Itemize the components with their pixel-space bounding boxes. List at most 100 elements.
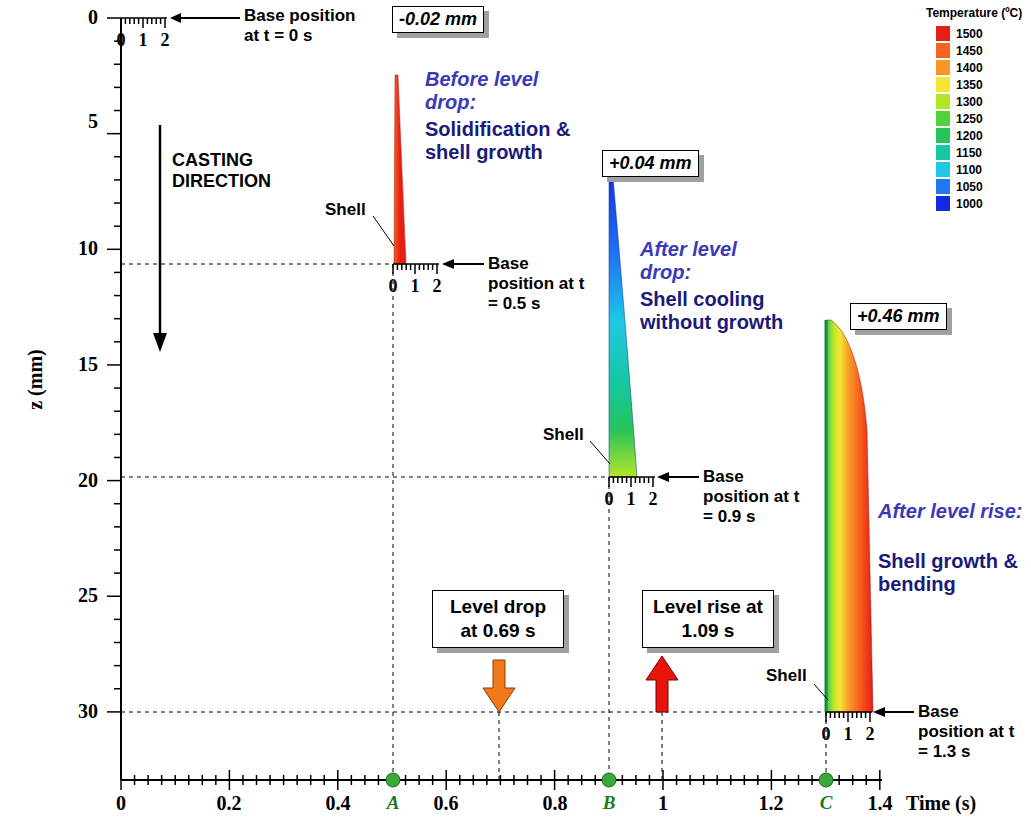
tick	[527, 775, 529, 785]
event-box: Level rise at 1.09 s	[642, 590, 774, 648]
annotation: Shell	[766, 666, 816, 686]
stage-description: Shell cooling without growth	[640, 288, 820, 334]
tick	[648, 477, 650, 483]
stage-description: Shell growth & bending	[878, 550, 1023, 596]
tick	[147, 18, 149, 24]
ruler-number: 0	[383, 276, 403, 297]
tick	[866, 775, 868, 785]
tick	[419, 264, 421, 270]
annotation: Base position at t = 1.3 s	[918, 702, 1023, 762]
ruler-number: 1	[133, 30, 153, 51]
tick	[164, 18, 166, 28]
axis-label: 0.8	[533, 792, 577, 815]
legend-swatch	[936, 162, 950, 177]
tick	[120, 18, 122, 28]
x-axis	[121, 779, 882, 781]
ruler-number: 0	[816, 724, 836, 745]
tick	[337, 770, 339, 790]
stage-heading: After level rise:	[878, 500, 1023, 523]
ruler-number: 1	[838, 724, 858, 745]
shell-after-rise	[826, 320, 873, 712]
ruler-number: 1	[405, 276, 425, 297]
tick	[324, 775, 326, 785]
ruler	[121, 18, 872, 722]
tick	[427, 264, 429, 270]
tick	[595, 775, 597, 785]
legend-swatch	[936, 60, 950, 75]
tick	[830, 712, 832, 718]
legend-value: 1300	[956, 95, 983, 109]
tick	[269, 775, 271, 785]
tick	[107, 17, 121, 19]
stage-heading: Before level drop:	[425, 68, 575, 114]
tick	[635, 775, 637, 785]
axis-label: 0.6	[424, 792, 468, 815]
tick	[617, 477, 619, 483]
tick	[310, 775, 312, 785]
tick	[161, 775, 163, 785]
shell-surface	[825, 320, 828, 712]
tick	[114, 64, 121, 66]
tick	[378, 775, 380, 785]
legend-swatch	[936, 196, 950, 211]
time-marker-label: C	[816, 792, 836, 814]
tick	[622, 775, 624, 785]
annotation: Base position at t = 0 s	[244, 6, 374, 46]
legend-value: 1050	[956, 180, 983, 194]
leader-line	[373, 216, 828, 700]
box-text: -0.02 mm	[399, 9, 477, 30]
tick	[129, 18, 131, 24]
tick	[410, 264, 412, 270]
tick	[107, 480, 121, 482]
axis-ticks	[107, 18, 880, 790]
legend-swatch	[936, 43, 950, 58]
tick	[405, 775, 407, 785]
axis-label: 1.2	[749, 792, 793, 815]
tick	[676, 775, 678, 785]
axis-label: Time (s)	[906, 792, 1016, 815]
tick	[459, 775, 461, 785]
tick	[879, 770, 881, 790]
tick	[703, 775, 705, 785]
tick	[392, 264, 394, 274]
tick	[445, 770, 447, 790]
tick	[188, 775, 190, 785]
ruler-number: 2	[860, 724, 880, 745]
tick	[581, 775, 583, 785]
legend-value: 1250	[956, 112, 983, 126]
tick	[473, 775, 475, 785]
axis-label: 25	[58, 584, 98, 607]
tick	[639, 477, 641, 483]
tick	[784, 775, 786, 785]
legend-value: 1350	[956, 78, 983, 92]
tick	[114, 642, 121, 644]
tick	[114, 202, 121, 204]
axis-label: 20	[58, 469, 98, 492]
ruler-number: 0	[111, 30, 131, 51]
tick	[114, 318, 121, 320]
time-marker-label: B	[599, 792, 619, 814]
annotation: Base position at t = 0.9 s	[703, 467, 803, 527]
tick	[107, 249, 121, 251]
tick	[114, 572, 121, 574]
tick	[852, 712, 854, 718]
tick	[114, 410, 121, 412]
axis-label: 0.2	[207, 792, 251, 815]
legend-swatch	[936, 145, 950, 160]
tick	[114, 295, 121, 297]
annotation: Shell	[325, 200, 375, 220]
tick	[798, 775, 800, 785]
tick	[107, 364, 121, 366]
axis-label: 1	[641, 792, 685, 815]
shell-before-drop	[394, 75, 406, 264]
tick	[114, 503, 121, 505]
tick	[414, 264, 416, 274]
guide-lines	[121, 264, 826, 780]
time-marker-label: A	[383, 792, 403, 814]
box-text: +0.04 mm	[609, 153, 692, 174]
box-text: +0.46 mm	[857, 306, 940, 327]
tick	[283, 775, 285, 785]
tick	[114, 549, 121, 551]
tick	[114, 272, 121, 274]
tick	[649, 775, 651, 785]
